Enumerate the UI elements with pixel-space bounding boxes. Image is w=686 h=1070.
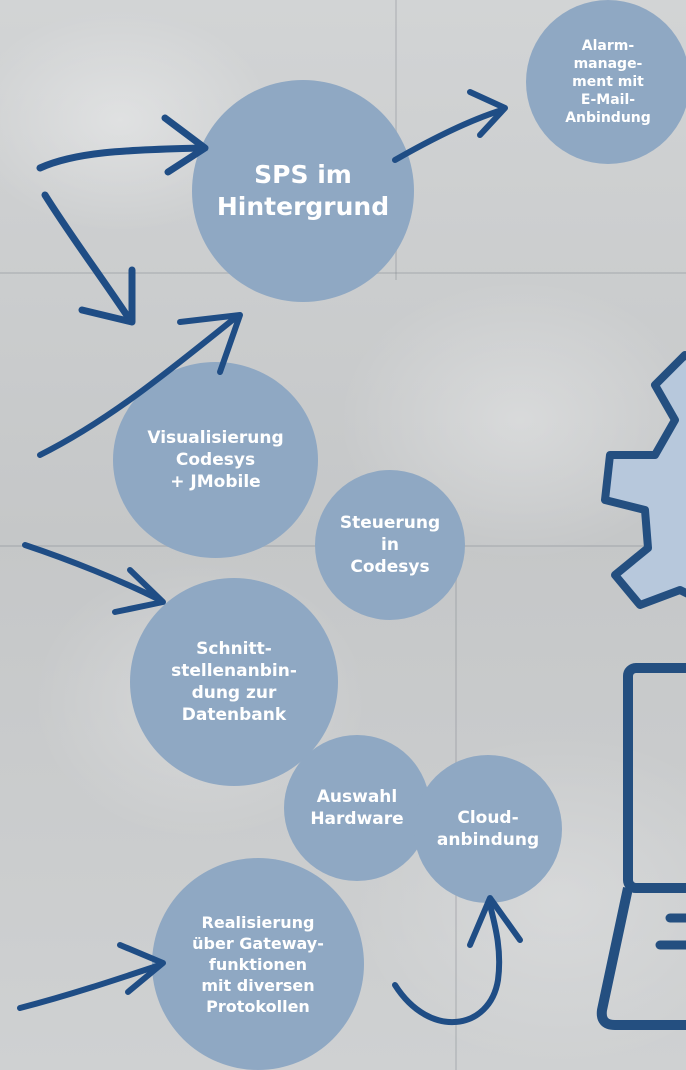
gear-icon bbox=[601, 351, 686, 609]
bubble-steuerung: Steuerung in Codesys bbox=[315, 470, 465, 620]
steuerung-label: Steuerung in Codesys bbox=[339, 513, 441, 577]
laptop-icon bbox=[596, 663, 686, 1030]
bubble-visualisierung: Visualisierung Codesys + JMobile bbox=[113, 362, 318, 558]
gateway-label: Realisierung über Gateway- funktionen mi… bbox=[192, 912, 324, 1016]
bubble-alarm: Alarm- manage- ment mit E-Mail- Anbindun… bbox=[526, 0, 686, 164]
bubble-auswahl: Auswahl Hardware bbox=[284, 735, 430, 881]
alarm-label: Alarm- manage- ment mit E-Mail- Anbindun… bbox=[565, 38, 651, 126]
bubble-gateway: Realisierung über Gateway- funktionen mi… bbox=[152, 858, 364, 1070]
sps-label: SPS im Hintergrund bbox=[216, 160, 390, 221]
arrow-visualisierung-to-sps bbox=[37, 312, 243, 458]
auswahl-label: Auswahl Hardware bbox=[310, 787, 404, 829]
bubble-schnittstelle: Schnitt- stellenanbin- dung zur Datenban… bbox=[130, 578, 338, 786]
arrow-sps-to-alarm bbox=[392, 89, 508, 163]
arrow-gateway-to-cloud bbox=[392, 895, 523, 1025]
visualisierung-label: Visualisierung Codesys + JMobile bbox=[147, 428, 284, 492]
arrow-down-left bbox=[41, 191, 136, 326]
arrow-into-gateway bbox=[17, 942, 166, 1011]
bubble-sps: SPS im Hintergrund bbox=[192, 80, 414, 302]
bubble-cloud: Cloud- anbindung bbox=[414, 755, 562, 903]
schnittstelle-label: Schnitt- stellenanbin- dung zur Datenban… bbox=[171, 639, 297, 725]
arrow-into-schnittstelle bbox=[22, 542, 166, 615]
arrow-into-sps bbox=[36, 114, 209, 176]
cloud-label: Cloud- anbindung bbox=[436, 808, 540, 850]
